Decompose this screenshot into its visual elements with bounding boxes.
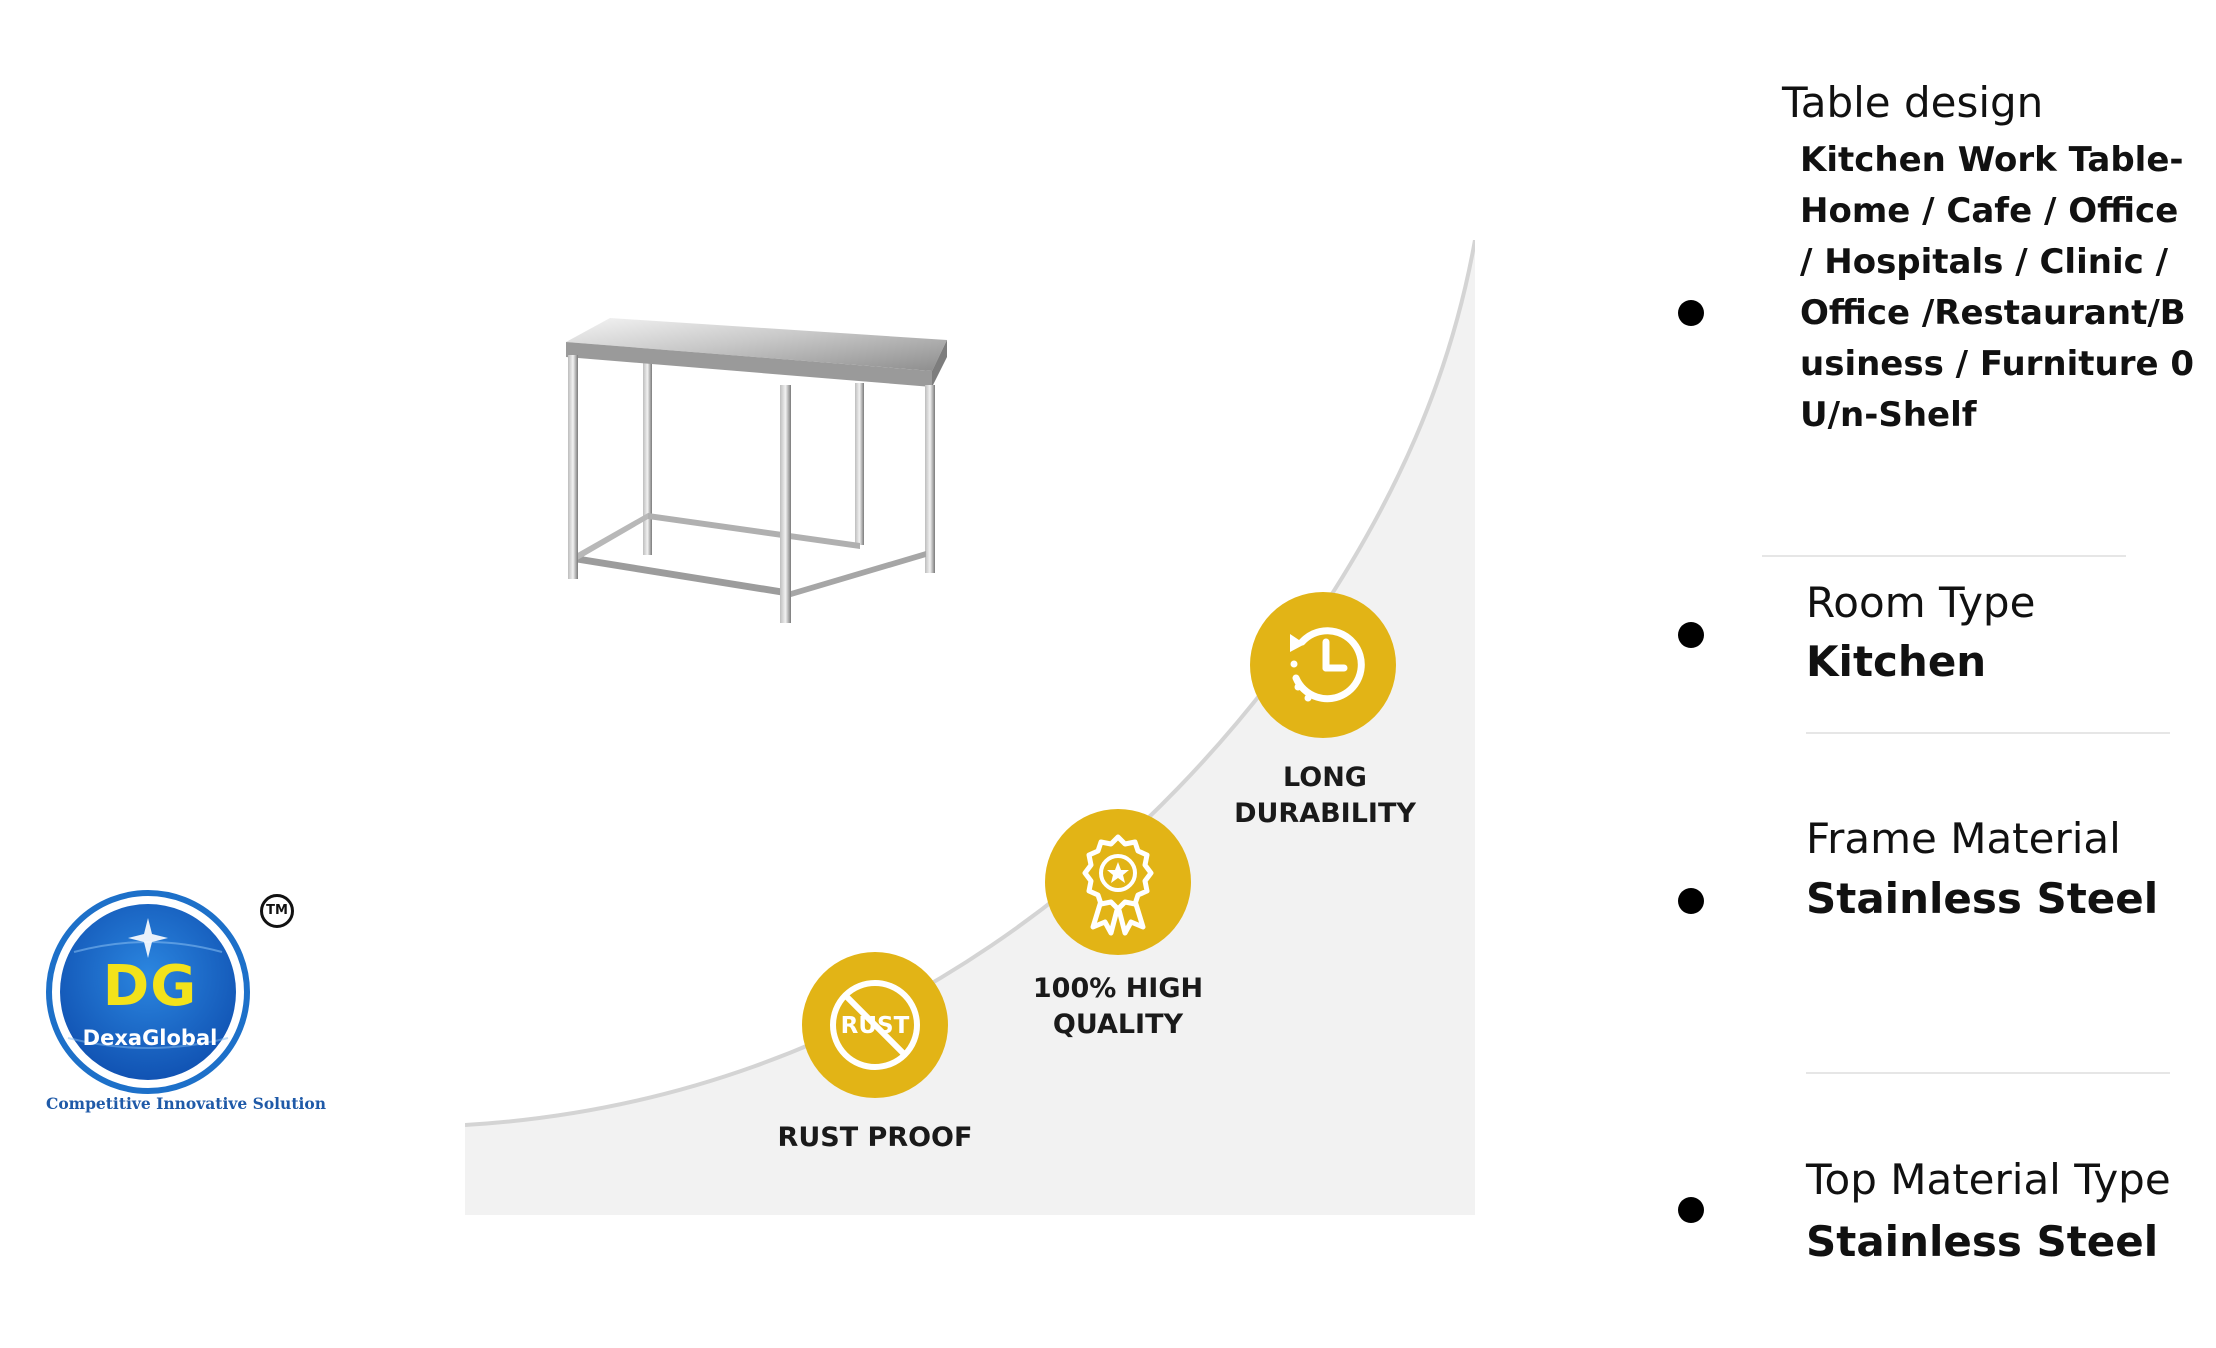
quality-award-icon — [1082, 834, 1154, 936]
spec-label-top-material: Top Material Type — [1806, 1155, 2171, 1204]
stainless-steel-table-image — [566, 318, 947, 623]
feature-label-rust-proof: RUST PROOF — [777, 1122, 973, 1153]
spec-divider — [1806, 732, 2170, 734]
spec-divider — [1762, 555, 2126, 557]
logo-tagline: Competitive Innovative Solution — [46, 1094, 326, 1113]
spec-value-table-design: Kitchen Work Table- Home / Cafe / Office… — [1800, 140, 2195, 435]
spec-label-table-design: Table design — [1782, 78, 2044, 127]
rust-proof-icon: RUST — [830, 980, 920, 1070]
spec-bullet-frame-material — [1678, 888, 1704, 914]
spec-bullet-top-material — [1678, 1197, 1704, 1223]
spec-value-frame-material: Stainless Steel — [1806, 874, 2159, 923]
feature-label-long-durability: LONG DURABILITY — [1234, 762, 1416, 829]
feature-label-high-quality: 100% HIGH QUALITY — [1032, 973, 1204, 1040]
logo-brand-name: DexaGlobal — [82, 1026, 218, 1050]
logo-emblem-icon — [46, 890, 250, 1094]
spec-label-room-type: Room Type — [1806, 578, 2036, 627]
spec-value-top-material: Stainless Steel — [1806, 1217, 2159, 1266]
spec-bullet-room-type — [1678, 622, 1704, 648]
spec-label-frame-material: Frame Material — [1806, 814, 2121, 863]
spec-value-room-type: Kitchen — [1806, 637, 1987, 686]
spec-divider — [1806, 1072, 2170, 1074]
rust-proof-badge: RUST — [802, 952, 948, 1098]
trademark-symbol: TM — [260, 894, 294, 928]
panel-background — [465, 240, 1475, 1215]
long-durability-badge — [1250, 592, 1396, 738]
high-quality-badge — [1045, 809, 1191, 955]
durability-clock-icon — [1290, 627, 1365, 703]
brand-logo: DG DexaGlobal TM Competitive Innovative … — [44, 888, 326, 1128]
product-feature-panel: RUST RUST PROOF 100% HIGH QUALITY LONG D… — [465, 240, 1475, 1215]
rust-icon-text: RUST — [841, 1013, 910, 1039]
logo-initials: DG — [102, 954, 198, 1019]
spec-bullet-table-design — [1678, 300, 1704, 326]
